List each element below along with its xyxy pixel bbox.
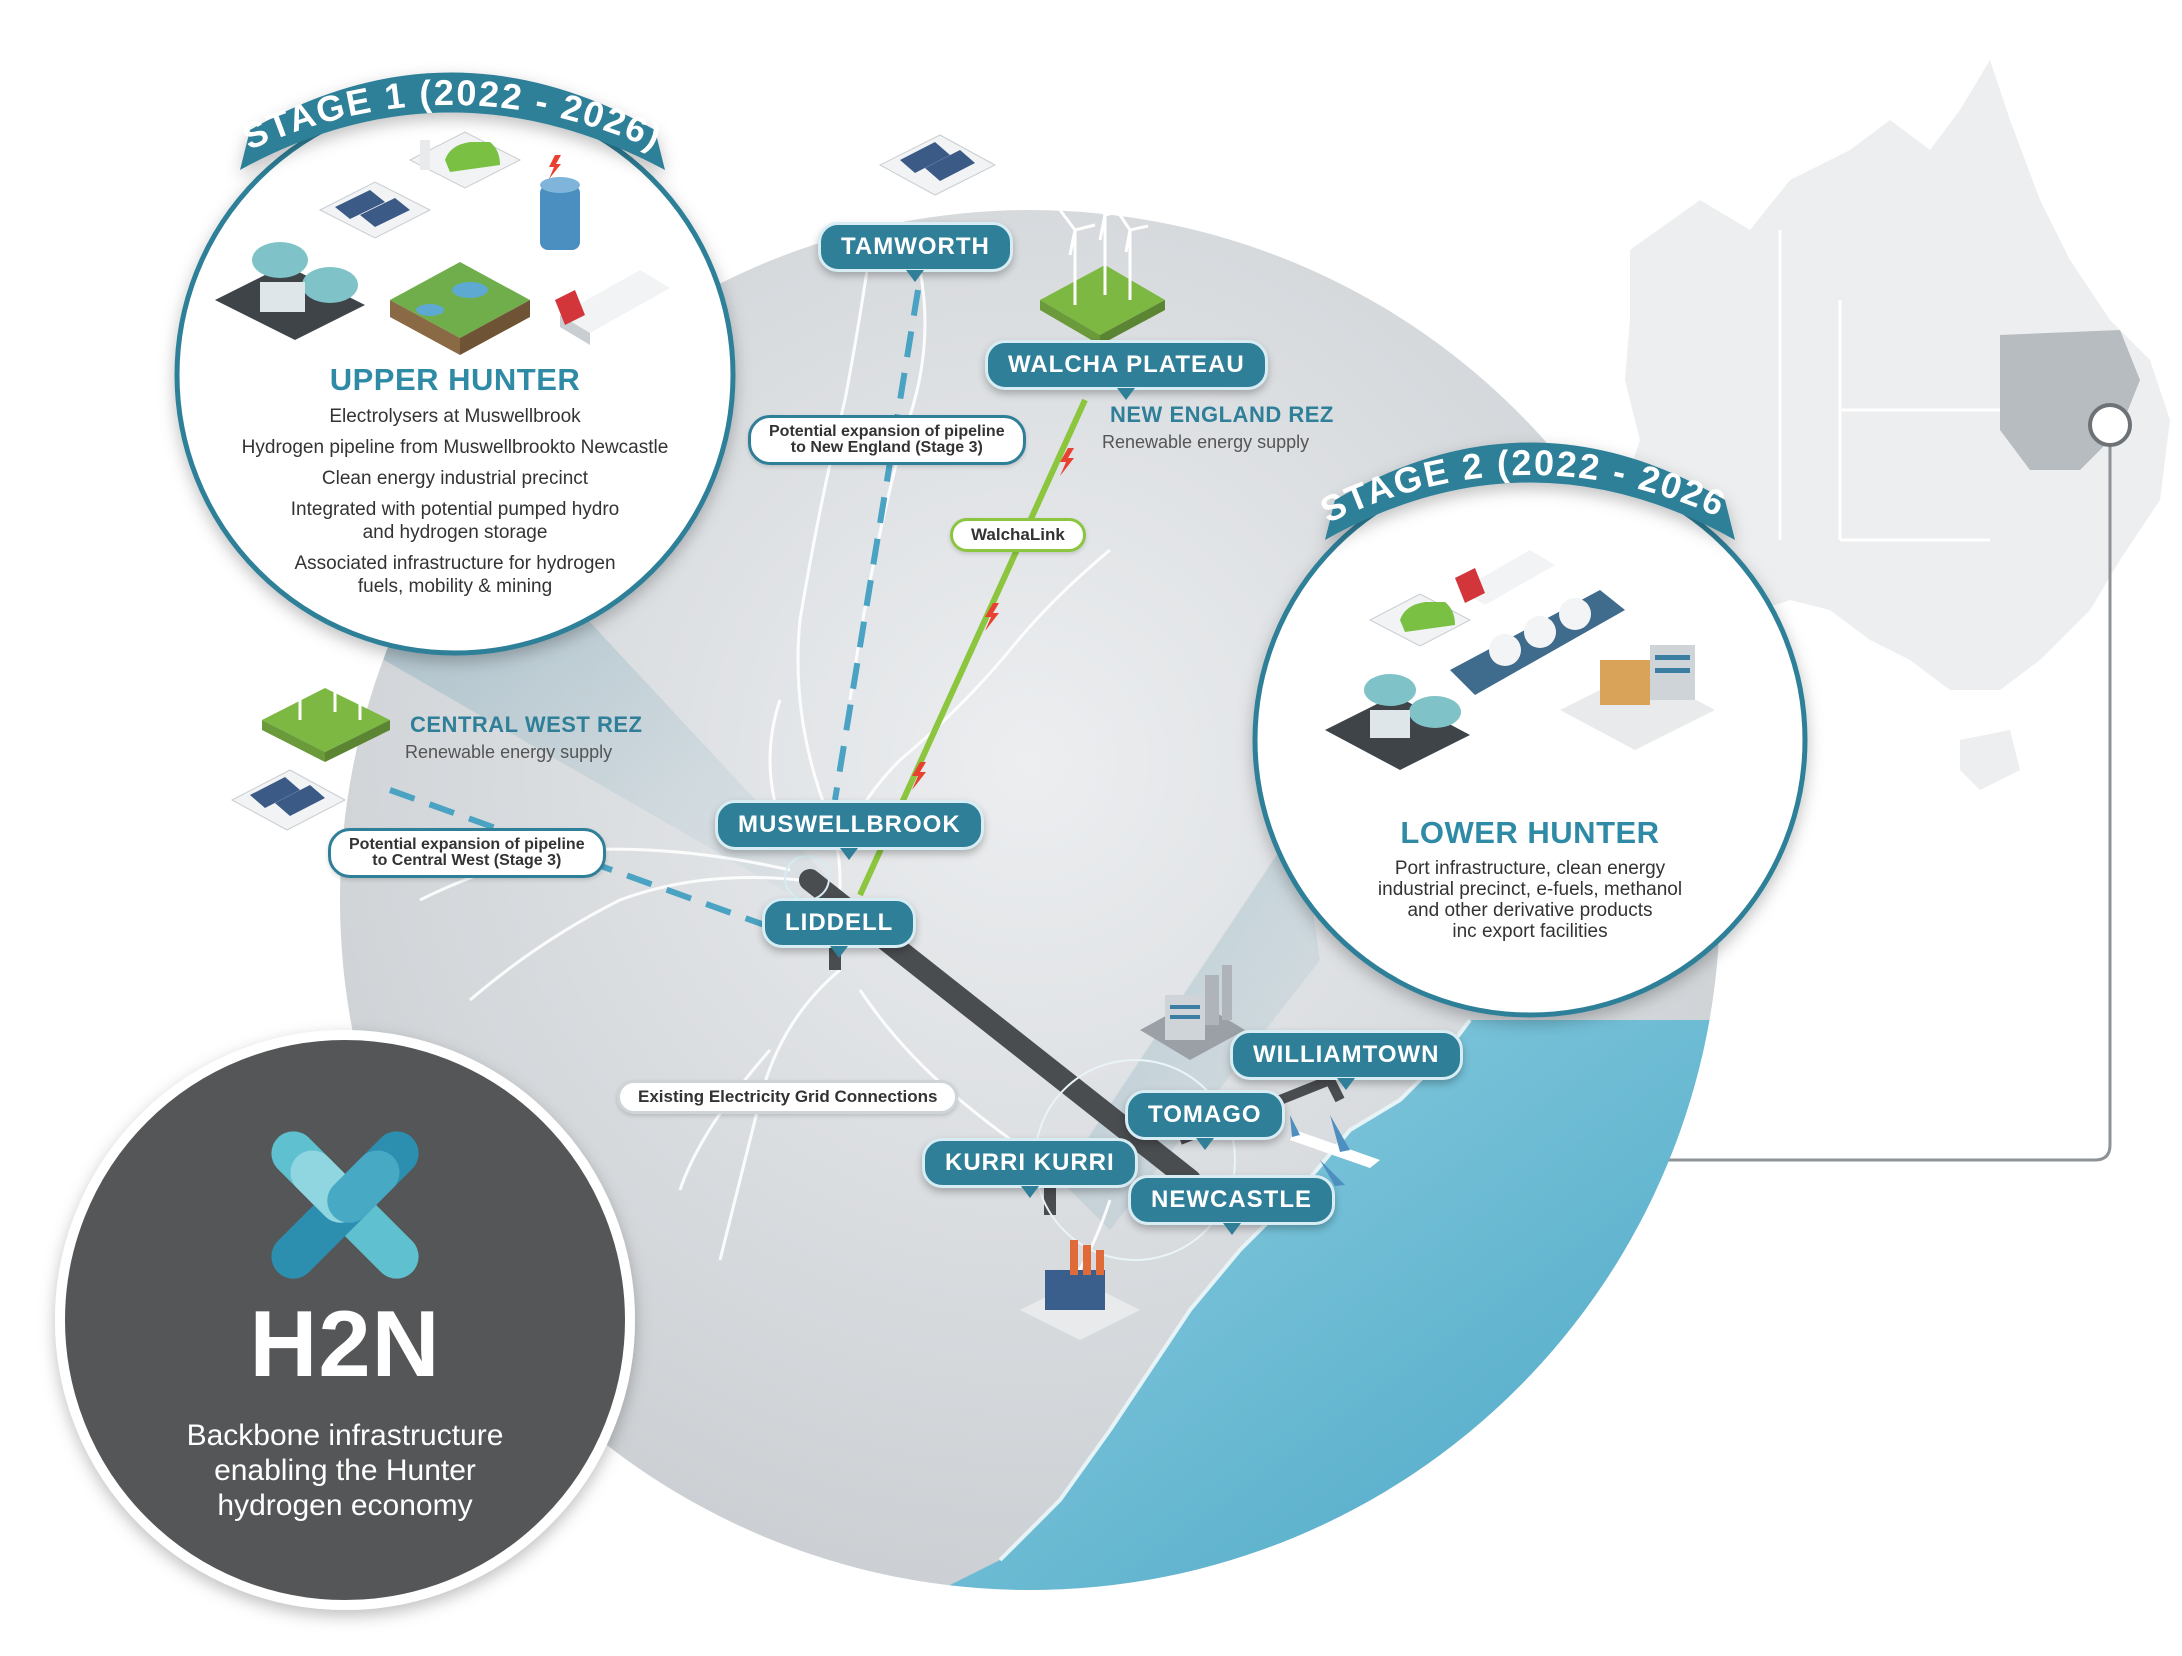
- stage1-banner: [240, 72, 665, 170]
- stage1-item: Clean energy industrial precinct: [321, 468, 589, 489]
- central-west-wind-farm-icon: [262, 614, 390, 762]
- pumped-hydro-icon: [390, 262, 530, 355]
- inset-location-marker: [2088, 403, 2132, 447]
- callout-line: to Central West (Stage 3): [372, 852, 562, 869]
- h2n-title: H2N: [249, 1291, 441, 1396]
- callout-line: Potential expansion of pipeline: [769, 423, 1005, 440]
- h2n-tagline-line: Backbone infrastructure: [186, 1419, 504, 1452]
- walchalink-callout: WalchaLink: [950, 518, 1086, 552]
- h2n-tagline-line: hydrogen economy: [217, 1489, 473, 1522]
- newcastle-power-plant-icon: [1020, 1240, 1140, 1340]
- lng-ship-icon: [1450, 590, 1625, 695]
- ev-charging-icon: [408, 131, 522, 189]
- stage1-region-title: UPPER HUNTER: [329, 362, 581, 397]
- new-england-rez-title: NEW ENGLAND REZ: [1110, 402, 1334, 427]
- walcha-wind-farm-icon: [1040, 194, 1165, 345]
- stage1-item: Hydrogen pipeline from Muswellbrookto Ne…: [241, 437, 669, 458]
- central-west-rez-title: CENTRAL WEST REZ: [410, 712, 643, 737]
- location-muswellbrook[interactable]: MUSWELLBROOK: [715, 800, 984, 860]
- tamworth-solar-icon: [878, 134, 997, 196]
- hydrogen-truck-icon: [555, 270, 670, 345]
- grid-connections-callout: Existing Electricity Grid Connections: [617, 1080, 959, 1114]
- hydrogen-truck-icon: [1455, 550, 1555, 605]
- stage1-circle: [174, 94, 736, 656]
- location-newcastle[interactable]: NEWCASTLE: [1128, 1175, 1335, 1235]
- industrial-precinct-icon: [1560, 645, 1715, 750]
- stage1-items: Electrolysers at Muswellbrook Hydrogen p…: [215, 405, 695, 606]
- stage2-description: Port infrastructure, clean energy indust…: [1310, 858, 1750, 942]
- stage1-item: Associated infrastructure for hydrogen f…: [294, 553, 616, 597]
- stage1-item: Electrolysers at Muswellbrook: [329, 406, 581, 427]
- stage1-beam: [340, 590, 830, 900]
- h2n-logo-icon: [271, 1131, 419, 1279]
- lightning-icons: [912, 448, 1074, 790]
- callout-line: Potential expansion of pipeline: [349, 836, 585, 853]
- h2n-tagline: Backbone infrastructure enabling the Hun…: [140, 1418, 550, 1523]
- location-kurri-kurri[interactable]: KURRI KURRI: [922, 1138, 1138, 1198]
- electrolyser-icon: [215, 242, 365, 340]
- h2n-circle: [55, 1030, 635, 1610]
- location-williamtown[interactable]: WILLIAMTOWN: [1230, 1030, 1463, 1090]
- stage2-banner: [1325, 442, 1735, 540]
- stage2-line: and other derivative products: [1407, 900, 1653, 921]
- ne-expansion-dashed-line: [832, 289, 921, 801]
- stage2-circle: [1252, 462, 1808, 1018]
- location-liddell[interactable]: LIDDELL: [762, 898, 917, 958]
- location-tomago[interactable]: TOMAGO: [1125, 1090, 1285, 1150]
- stage2-line: industrial precinct, e-fuels, methanol: [1377, 879, 1683, 900]
- location-walcha-plateau[interactable]: WALCHA PLATEAU: [985, 340, 1268, 400]
- new-england-rez-subtitle: Renewable energy supply: [1102, 432, 1310, 452]
- stage2-region-title: LOWER HUNTER: [1400, 815, 1660, 850]
- plane-icon: [1290, 1115, 1380, 1186]
- battery-storage-icon: [540, 155, 580, 250]
- inset-connector-line: [1630, 425, 2112, 1162]
- central-west-solar-icon: [230, 769, 347, 831]
- cw-expansion-dashed-line: [388, 787, 822, 948]
- cw-expansion-callout: Potential expansion of pipeline to Centr…: [328, 828, 606, 878]
- h2n-tagline-line: enabling the Hunter: [214, 1454, 476, 1487]
- ne-expansion-callout: Potential expansion of pipeline to New E…: [748, 415, 1026, 465]
- solar-panels-icon: [318, 181, 432, 239]
- callout-line: to New England (Stage 3): [790, 439, 983, 456]
- central-west-rez-subtitle: Renewable energy supply: [405, 742, 613, 762]
- stage1-item: Integrated with potential pumped hydro a…: [290, 499, 620, 543]
- electrolyser-icon: [1325, 674, 1470, 770]
- williamtown-factory-icon: [1140, 965, 1245, 1060]
- stage2-line: Port infrastructure, clean energy: [1394, 858, 1666, 879]
- ev-charging-icon: [1368, 593, 1472, 647]
- location-tamworth[interactable]: TAMWORTH: [818, 222, 1013, 282]
- stage2-line: inc export facilities: [1452, 921, 1608, 942]
